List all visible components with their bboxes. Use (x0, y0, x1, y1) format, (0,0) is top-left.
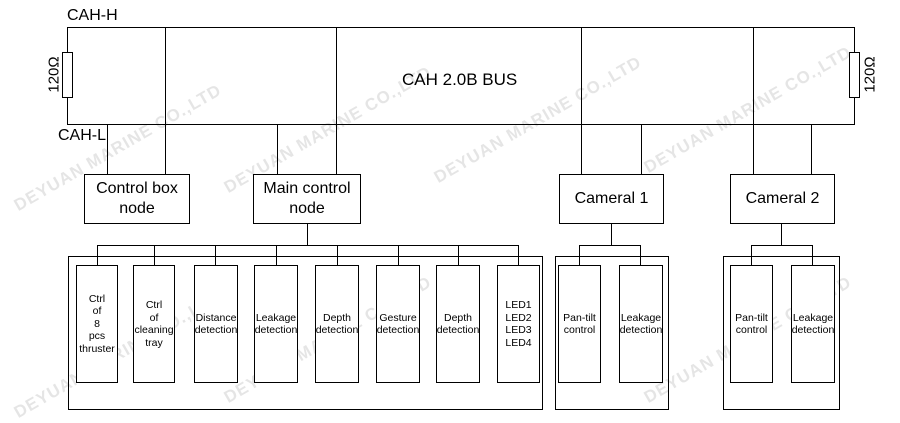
function-label: Pan-tilt control (563, 311, 596, 337)
cah-h-label: CAH-H (67, 7, 118, 24)
function-box: LED1 LED2 LED3 LED4 (497, 265, 540, 383)
function-box: Depth detection (315, 265, 359, 383)
node-label: Main control node (263, 180, 351, 217)
function-box: Ctrl of cleaning tray (133, 265, 175, 383)
cameral-2-group (723, 256, 840, 410)
function-label: Distance detection (194, 311, 238, 337)
function-label: LED1 LED2 LED3 LED4 (505, 299, 532, 349)
function-box: Pan-tilt control (558, 265, 601, 383)
function-box: Leakage detection (791, 265, 835, 383)
function-box: Gesture detection (376, 265, 420, 383)
function-box: Ctrl of 8 pcs thruster (76, 265, 118, 383)
function-label: Gesture detection (376, 311, 420, 337)
function-label: Leakage detection (254, 311, 298, 337)
cameral-2-node: Cameral 2 (730, 174, 835, 224)
function-label: Pan-tilt control (735, 311, 768, 337)
function-box: Leakage detection (254, 265, 298, 383)
bus-title: CAH 2.0B BUS (402, 70, 518, 89)
function-label: Depth detection (315, 311, 359, 337)
node-label: Cameral 2 (745, 190, 820, 207)
node-label: Cameral 1 (574, 190, 649, 207)
function-label: Depth detection (436, 311, 480, 337)
function-box: Distance detection (194, 265, 238, 383)
function-label: Ctrl of cleaning tray (134, 299, 174, 349)
main-control-node: Main control node (253, 174, 361, 224)
node-label: Control box node (96, 180, 178, 217)
resistor-left (62, 52, 73, 98)
resistor-right (849, 52, 860, 98)
function-box: Leakage detection (619, 265, 663, 383)
control-box-node: Control box node (84, 174, 190, 224)
function-label: Ctrl of 8 pcs thruster (79, 292, 115, 355)
function-label: Leakage detection (791, 311, 835, 337)
resistor-left-label: 120Ω (45, 56, 63, 93)
main-control-group (68, 256, 543, 410)
function-box: Depth detection (436, 265, 480, 383)
resistor-right-label: 120Ω (861, 56, 879, 93)
cameral-1-node: Cameral 1 (559, 174, 664, 224)
cameral-1-group (555, 256, 669, 410)
cah-l-label: CAH-L (58, 127, 107, 144)
function-box: Pan-tilt control (730, 265, 773, 383)
function-label: Leakage detection (619, 311, 663, 337)
